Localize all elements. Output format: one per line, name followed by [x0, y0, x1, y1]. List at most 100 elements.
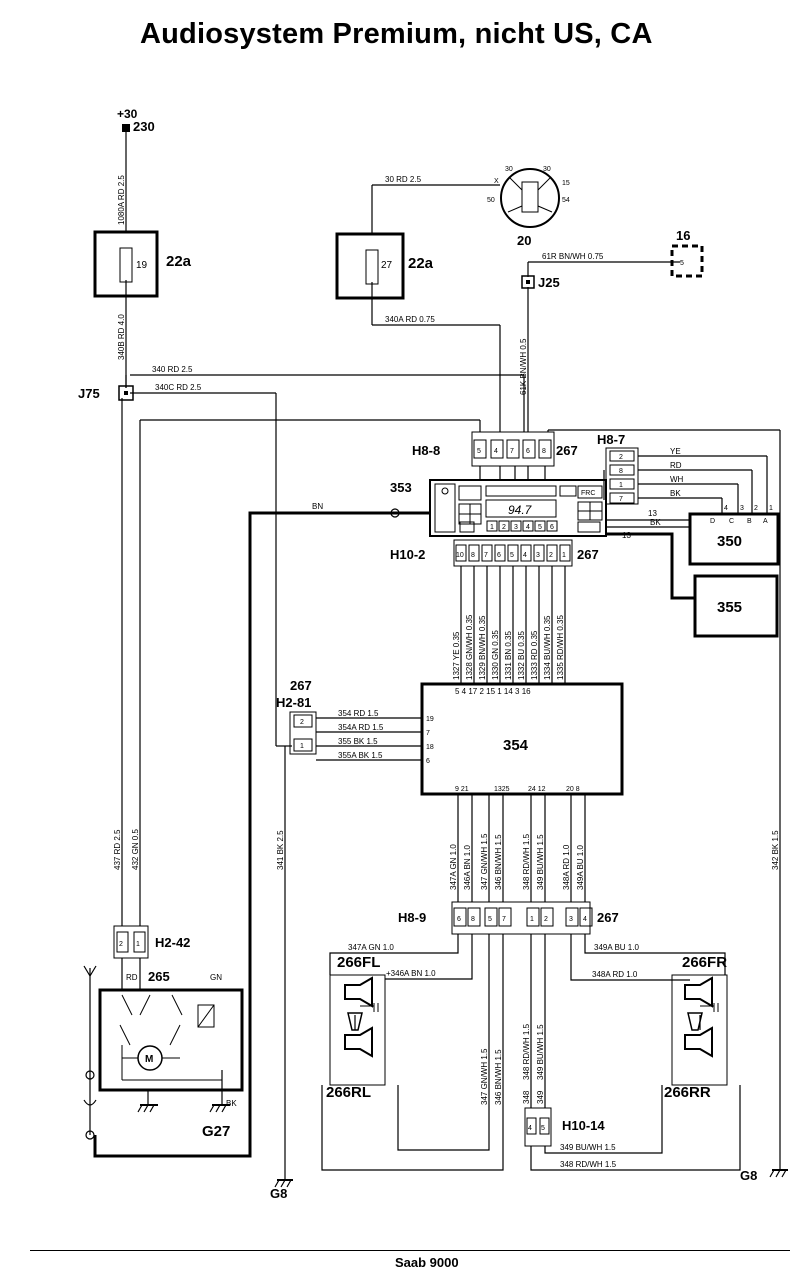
wire-1328-label: 1328 GN/WH 0.35: [465, 614, 474, 680]
splice-j25-label: J25: [538, 275, 560, 290]
h8-8-pin-5: 5: [477, 448, 481, 455]
wire-ye-label: YE: [670, 447, 681, 456]
wire-346-label: 346 BN/WH 1.5: [494, 834, 503, 890]
amp-top-pins: 5 4 17 2 15 1 14 3 16: [455, 687, 531, 696]
amp-bottom-pins-4: 20 8: [566, 786, 580, 793]
wire-346a-h-label: +346A BN 1.0: [386, 969, 436, 978]
h8-9-number: 267: [597, 910, 619, 925]
radio-frc-button: FRC: [581, 490, 595, 497]
radio-preset-keys: 1 2 3 4 5 6: [486, 520, 558, 532]
unit-350-pin-c: C: [729, 518, 734, 525]
wire-340a-label: 340A RD 0.75: [385, 315, 435, 324]
radio-key-2: 2: [502, 524, 506, 531]
h2-81-pin-2: 2: [300, 719, 304, 726]
wire-30-label: 30 RD 2.5: [385, 175, 422, 184]
wire-340-label: 340 RD 2.5: [152, 365, 193, 374]
wire-bn-label: BN: [312, 502, 323, 511]
speaker-266fr-label: 266FR: [682, 954, 727, 971]
unit-350-pin-d: D: [710, 518, 715, 525]
wire-4-label: 4: [724, 505, 728, 512]
amp-left-pin-18: 18: [426, 744, 434, 751]
h8-9-label: H8-9: [398, 910, 426, 925]
wire-355a-label: 355A BK 1.5: [338, 751, 383, 760]
ground-g8-left-icon: G8: [270, 1179, 293, 1201]
wire-rd-label: RD: [670, 461, 682, 470]
radio-key-1: 1: [490, 524, 494, 531]
wire-341-label: 341 BK 2.5: [276, 830, 285, 870]
terminal-230-label: 230: [133, 119, 155, 134]
splice-j25: J25: [521, 275, 560, 290]
h10-14-pin-5: 5: [541, 1125, 545, 1132]
speaker-266rr-label: 266RR: [664, 1084, 711, 1101]
radio-key-6: 6: [550, 524, 554, 531]
radio-key-5: 5: [538, 524, 542, 531]
wire-437-label: 437 RD 2.5: [113, 829, 122, 870]
h8-9-pin-3: 3: [569, 916, 573, 923]
wire-1334-label: 1334 BU/WH 0.35: [543, 615, 552, 680]
unit-355: 355: [693, 574, 779, 638]
speaker-266rr: 266RR: [664, 1084, 711, 1101]
amp-label: 354: [503, 737, 529, 754]
wire-61k-label: 61K BN/WH 0.5: [519, 338, 528, 395]
h8-9-pin-5: 5: [488, 916, 492, 923]
antenna-wire-gn: GN: [210, 973, 222, 982]
fuse-27: 27 22a: [335, 232, 434, 300]
wire-346-v-label: 346 BN/WH 1.5: [494, 1049, 503, 1105]
ignition-pin-50: 50: [487, 197, 495, 204]
h8-9-pin-7: 7: [502, 916, 506, 923]
h10-14-label: H10-14: [562, 1118, 605, 1133]
h2-42-pin-2: 2: [119, 941, 123, 948]
amp-bottom-pins-2: 1325: [494, 786, 510, 793]
speaker-266fl-label: 266FL: [337, 954, 380, 971]
wire-432-label: 432 GN 0.5: [131, 829, 140, 870]
unit-355-label: 355: [717, 599, 742, 616]
radio-key-3: 3: [514, 524, 518, 531]
connector-h10-14: 4 5 H10-14: [524, 1107, 605, 1147]
unit-350: D C B A 350: [688, 512, 780, 566]
splice-j75-label: J75: [78, 386, 100, 401]
wire-348a-h-label: 348A RD 1.0: [592, 970, 638, 979]
h8-7-label: H8-7: [597, 432, 625, 447]
h2-42-label: H2-42: [155, 935, 190, 950]
page-title: Audiosystem Premium, nicht US, CA: [140, 18, 653, 50]
wire-349-h-label: 349 BU/WH 1.5: [560, 1143, 616, 1152]
connector-h10-2: 10 8 7 6 5 4 3 2 1 H10-2 267: [390, 539, 599, 567]
wire-61r-label: 61R BN/WH 0.75: [542, 252, 604, 261]
amplifier-354: 5 4 17 2 15 1 14 3 16 354 9 21 1325 24 1…: [420, 682, 624, 796]
h8-7-pin-2: 2: [619, 454, 623, 461]
wire-1332-label: 1332 BU 0.35: [517, 631, 526, 680]
ignition-switch: 30 30 15 54 50 X 20: [487, 166, 570, 248]
speaker-266fr: 266FR: [671, 954, 728, 1086]
wire-349a-h-label: 349A BU 1.0: [594, 943, 639, 952]
ground-g8-right-label: G8: [740, 1168, 757, 1183]
connector-16-label: 16: [676, 228, 690, 243]
wire-349a-label: 349A BU 1.0: [576, 845, 585, 890]
antenna-wire-rd: RD: [126, 973, 138, 982]
bundle-wires: [460, 566, 566, 684]
connector-h8-7: 2 8 1 7 H8-7 YE RD WH BK 4 3 2 1: [597, 432, 773, 512]
ground-g8-left-label: G8: [270, 1186, 287, 1201]
h10-14-pin-4: 4: [528, 1125, 532, 1132]
h10-2-pin-1: 1: [562, 552, 566, 559]
h10-2-pin-7: 7: [484, 552, 488, 559]
wire-1330-label: 1330 GN 0.35: [491, 630, 500, 680]
fuse-27-id: 22a: [408, 255, 434, 272]
wire-347-label: 347 GN/WH 1.5: [480, 833, 489, 890]
h10-2-pin-8: 8: [471, 552, 475, 559]
wire-1333-label: 1333 RD 0.35: [530, 630, 539, 680]
wire-1329-label: 1329 BN/WH 0.35: [478, 615, 487, 680]
h10-2-pin-2: 2: [549, 552, 553, 559]
radio-353: 94.7 FRC 1 2 3 4 5 6 353: [390, 479, 607, 537]
wire-342-label: 342 BK 1.5: [771, 830, 780, 870]
radio-key-4: 4: [526, 524, 530, 531]
ignition-pin-x: X: [494, 178, 499, 185]
wire-1327-label: 1327 YE 0.35: [452, 631, 461, 680]
connector-16-pin: 5: [680, 260, 684, 267]
wire-2-label: 2: [754, 505, 758, 512]
wire-3-label: 3: [740, 505, 744, 512]
h10-2-pin-4: 4: [523, 552, 527, 559]
wire-349-label: 349 BU/WH 1.5: [536, 834, 545, 890]
wire-bk-label: BK: [670, 489, 681, 498]
h8-8-pin-6: 6: [526, 448, 530, 455]
speaker-266rl-label: 266RL: [326, 1084, 371, 1101]
